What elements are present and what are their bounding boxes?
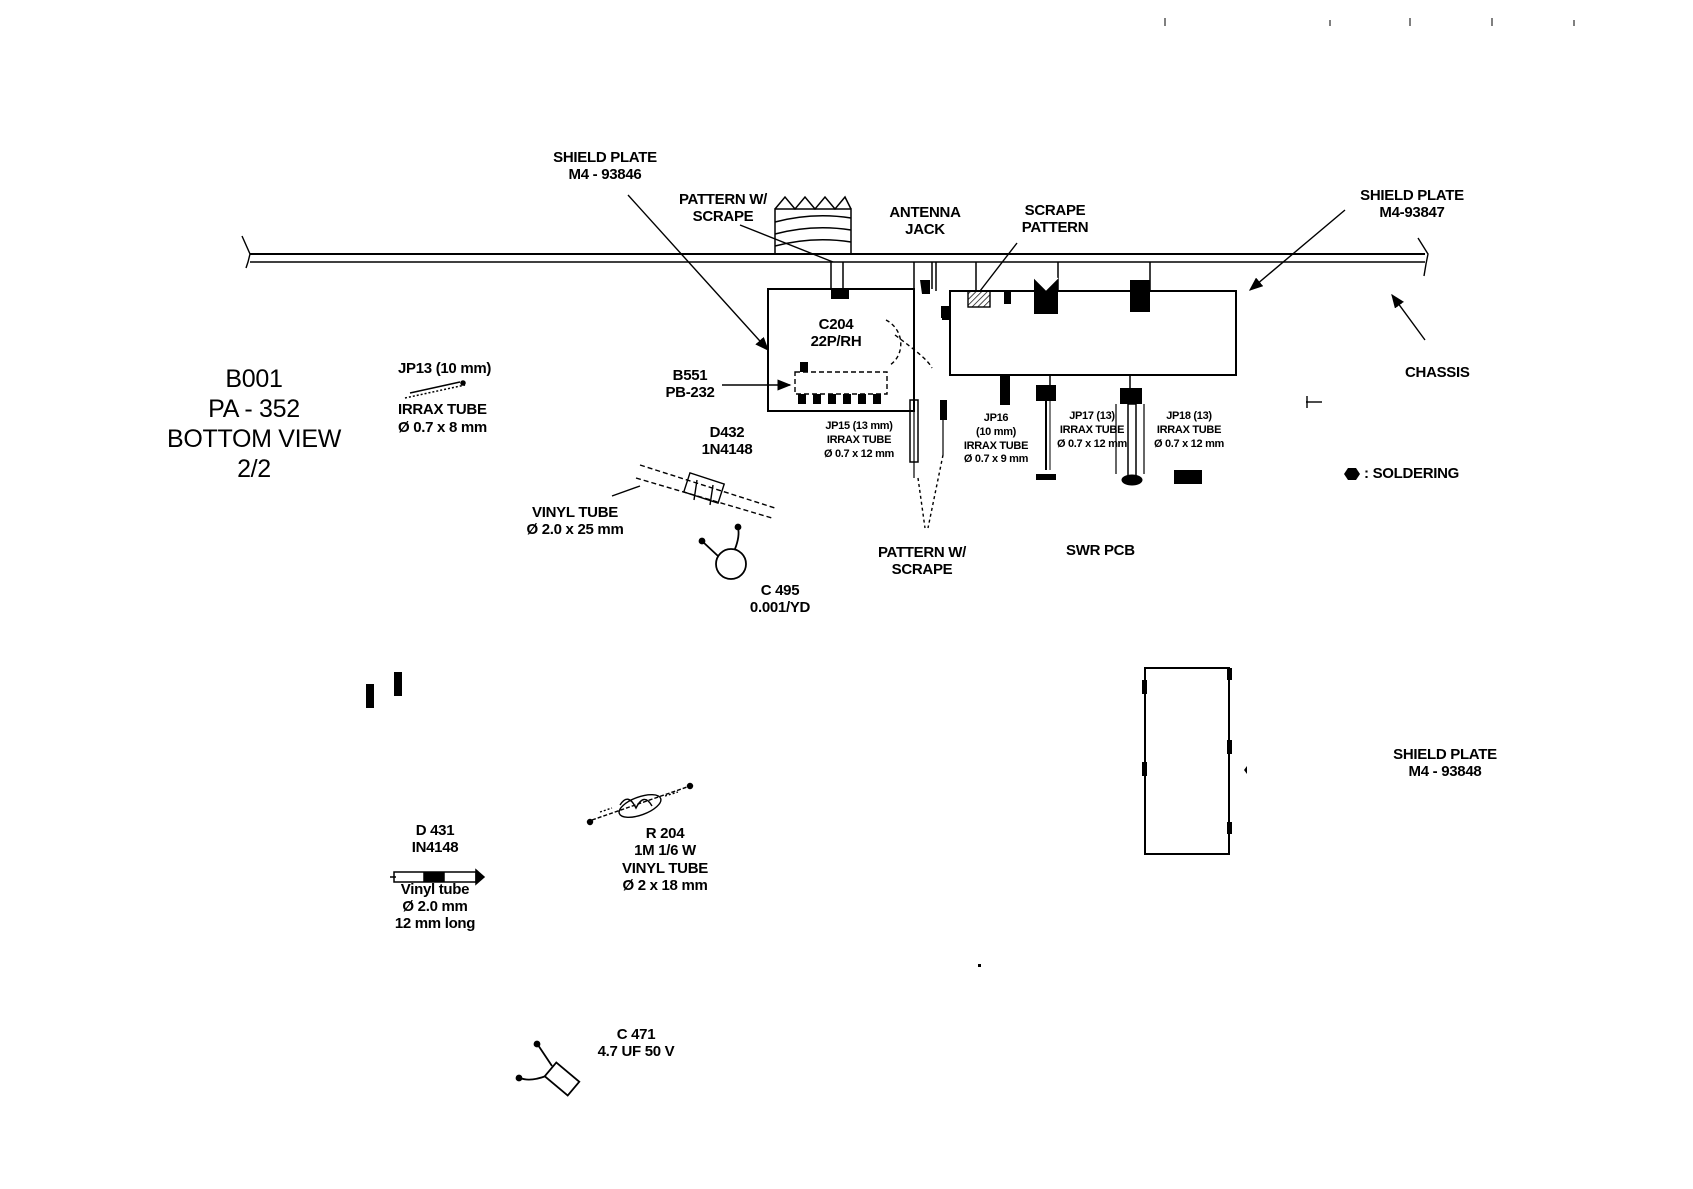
label-text: VINYL TUBE: [622, 859, 708, 877]
label-text: PATTERN: [1021, 219, 1089, 237]
label-text: M4 - 93846: [568, 166, 642, 184]
label-text: SCRAPE: [692, 208, 754, 226]
label-d432: D432 1N4148: [695, 424, 759, 459]
label-jp15: JP15 (13 mm) IRRAX TUBE Ø 0.7 x 12 mm: [814, 420, 904, 461]
label-text: D432: [709, 424, 745, 441]
soldering-dot-icon: [1344, 468, 1360, 480]
label-swr-pcb: SWR PCB: [1066, 542, 1135, 559]
label-jp16: JP16 (10 mm) IRRAX TUBE Ø 0.7 x 9 mm: [955, 412, 1037, 467]
label-text: M4-93847: [1379, 204, 1445, 222]
label-text: 22P/RH: [810, 333, 862, 351]
label-r204: R 204 1M 1/6 W VINYL TUBE Ø 2 x 18 mm: [610, 825, 720, 894]
label-text: VINYL TUBE: [532, 504, 618, 521]
label-text: Ø 2.0 mm: [402, 897, 468, 915]
title-line-4: 2/2: [237, 455, 271, 483]
label-vinyl-tube: VINYL TUBE Ø 2.0 x 25 mm: [520, 504, 630, 539]
label-text: Ø 0.7 x 12 mm: [1153, 437, 1225, 450]
shield-plate-93848: [1142, 667, 1247, 855]
c495-capacitor: [698, 523, 747, 580]
label-text: C204: [818, 316, 854, 333]
label-text: PATTERN W/: [877, 544, 967, 561]
label-text: PB-232: [665, 384, 715, 402]
label-c495: C 495 0.001/YD: [740, 582, 820, 617]
label-soldering-legend: : SOLDERING: [1364, 465, 1460, 482]
label-text: 0.001/YD: [749, 599, 811, 617]
label-text: 4.7 UF 50 V: [597, 1043, 675, 1061]
label-text: M4 - 93848: [1408, 763, 1482, 781]
label-text: (10 mm): [975, 425, 1017, 438]
label-antenna-jack: ANTENNA JACK: [880, 204, 970, 239]
r204-resistor: [586, 782, 694, 826]
label-text: SCRAPE: [1024, 202, 1086, 219]
label-text: SCRAPE: [891, 561, 953, 579]
label-text: IRRAX TUBE: [1156, 423, 1222, 436]
label-jp13: JP13 (10 mm) IRRAX TUBE Ø 0.7 x 8 mm: [398, 360, 491, 436]
label-text: Ø 0.7 x 12 mm: [823, 447, 895, 460]
c471-capacitor: [515, 1040, 581, 1097]
black-marks: [366, 672, 981, 967]
label-text: C 471: [616, 1026, 656, 1043]
label-c471: C 471 4.7 UF 50 V: [586, 1026, 686, 1061]
label-text: SHIELD PLATE: [553, 149, 657, 166]
diagram-title: B001 PA - 352 BOTTOM VIEW 2/2: [166, 364, 342, 484]
label-shield-plate-93848: SHIELD PLATE M4 - 93848: [1385, 746, 1505, 781]
label-shield-plate-93846: SHIELD PLATE M4 - 93846: [545, 149, 665, 184]
label-text: ANTENNA: [889, 204, 961, 221]
swr-pcb-board: [935, 262, 1237, 376]
label-text: IN4148: [411, 839, 459, 857]
label-text: Ø 0.7 x 9 mm: [963, 453, 1029, 466]
label-pattern-scrape-bottom: PATTERN W/ SCRAPE: [872, 544, 972, 579]
title-line-1: B001: [225, 365, 283, 393]
label-text: SHIELD PLATE: [1360, 187, 1464, 204]
leader-lines: [627, 194, 1426, 529]
label-pattern-scrape-top: PATTERN W/ SCRAPE: [668, 191, 778, 226]
label-text: D 431: [415, 822, 455, 839]
label-text: Ø 2 x 18 mm: [622, 876, 708, 894]
label-b551: B551 PB-232: [660, 367, 720, 402]
label-c204: C204 22P/RH: [806, 316, 866, 351]
label-scrape-pattern: SCRAPE PATTERN: [1010, 202, 1100, 237]
label-text: Ø 0.7 x 12 mm: [1056, 437, 1128, 450]
label-text: B551: [672, 367, 708, 384]
label-text: IRRAX TUBE: [826, 433, 892, 446]
pattern-scrape-block: [774, 195, 852, 255]
label-text: JP18 (13): [1166, 410, 1212, 422]
label-text: 12 mm long: [394, 915, 476, 932]
label-text: IRRAX TUBE: [1059, 423, 1125, 436]
label-jp17: JP17 (13) IRRAX TUBE Ø 0.7 x 12 mm: [1052, 410, 1132, 451]
label-text: IRRAX TUBE: [963, 439, 1029, 452]
label-text: IRRAX TUBE: [398, 401, 487, 419]
label-text: Vinyl tube: [400, 880, 470, 898]
title-line-2: PA - 352: [208, 395, 300, 423]
label-text: JACK: [905, 221, 945, 239]
label-d431: D 431 IN4148 Vinyl tube Ø 2.0 mm 12 mm l…: [390, 822, 480, 932]
jumper-wires: [909, 375, 1202, 486]
label-chassis: CHASSIS: [1405, 364, 1470, 381]
label-text: Ø 0.7 x 8 mm: [398, 418, 487, 436]
label-text: JP15 (13 mm): [825, 420, 893, 432]
label-text: R 204: [645, 825, 685, 842]
label-text: JP17 (13): [1069, 410, 1115, 422]
label-text: C 495: [760, 582, 800, 599]
label-text: PATTERN W/: [678, 191, 768, 208]
label-jp18: JP18 (13) IRRAX TUBE Ø 0.7 x 12 mm: [1146, 410, 1232, 451]
label-text: SHIELD PLATE: [1393, 746, 1497, 763]
d431-diode: [390, 868, 486, 886]
label-text: 1M 1/6 W: [634, 842, 696, 860]
edge-ticks: [1164, 18, 1575, 26]
label-text: JP16: [983, 412, 1009, 424]
d432-diode: [611, 464, 776, 519]
label-text: Ø 2.0 x 25 mm: [526, 521, 624, 539]
title-line-3: BOTTOM VIEW: [166, 425, 342, 453]
label-shield-plate-93847: SHIELD PLATE M4-93847: [1352, 187, 1472, 222]
label-text: JP13 (10 mm): [398, 360, 492, 377]
chassis-rail: [241, 235, 1429, 277]
label-text: 1N4148: [701, 441, 753, 459]
jp13-wire: [404, 380, 466, 399]
